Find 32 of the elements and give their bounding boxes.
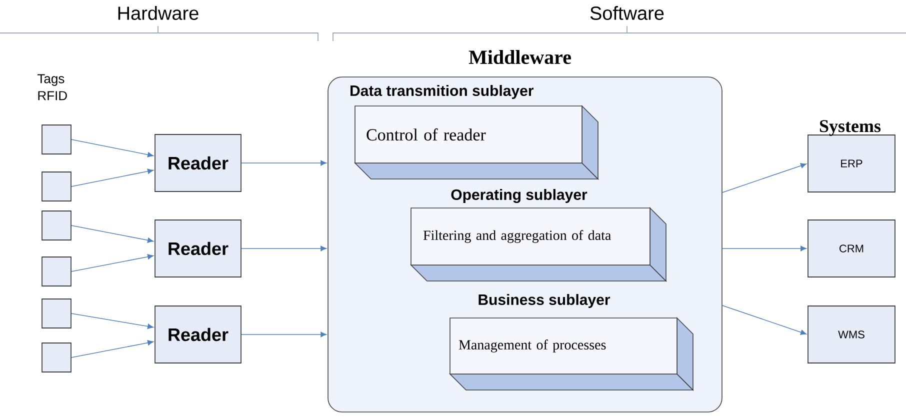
arrow [722,163,807,193]
arrow [241,160,327,166]
layer-heading: Data transmition sublayer [350,85,534,99]
bracket-label: Hardware [118,6,198,20]
tag-square [42,124,72,154]
arrow [71,139,154,158]
layer-heading: Business sublayer [478,294,610,308]
tag-square [42,256,72,286]
system-box: WMS [808,306,896,364]
arrow [722,305,807,335]
arrow [71,254,154,272]
arrow [241,332,327,338]
arrow [71,225,154,243]
system-box: CRM [808,220,896,278]
column-label: Systems [820,120,881,136]
reader-box: Reader [154,134,242,192]
arrow [722,246,806,252]
arrow [241,246,327,252]
system-box: ERP [808,134,896,192]
reader-box: Reader [154,220,242,278]
reader-box: Reader [154,306,242,364]
tag-square [42,342,72,372]
tag-square [42,210,72,240]
arrow [71,168,154,187]
tag-square [42,298,72,328]
arrow [71,313,154,330]
tag-square [42,172,72,202]
bracket-label: Software [590,6,664,20]
panel-heading: Middleware [468,50,571,64]
arrow [71,340,154,358]
column-label: Tags RFID [38,74,67,100]
layer-heading: Operating sublayer [451,188,588,204]
